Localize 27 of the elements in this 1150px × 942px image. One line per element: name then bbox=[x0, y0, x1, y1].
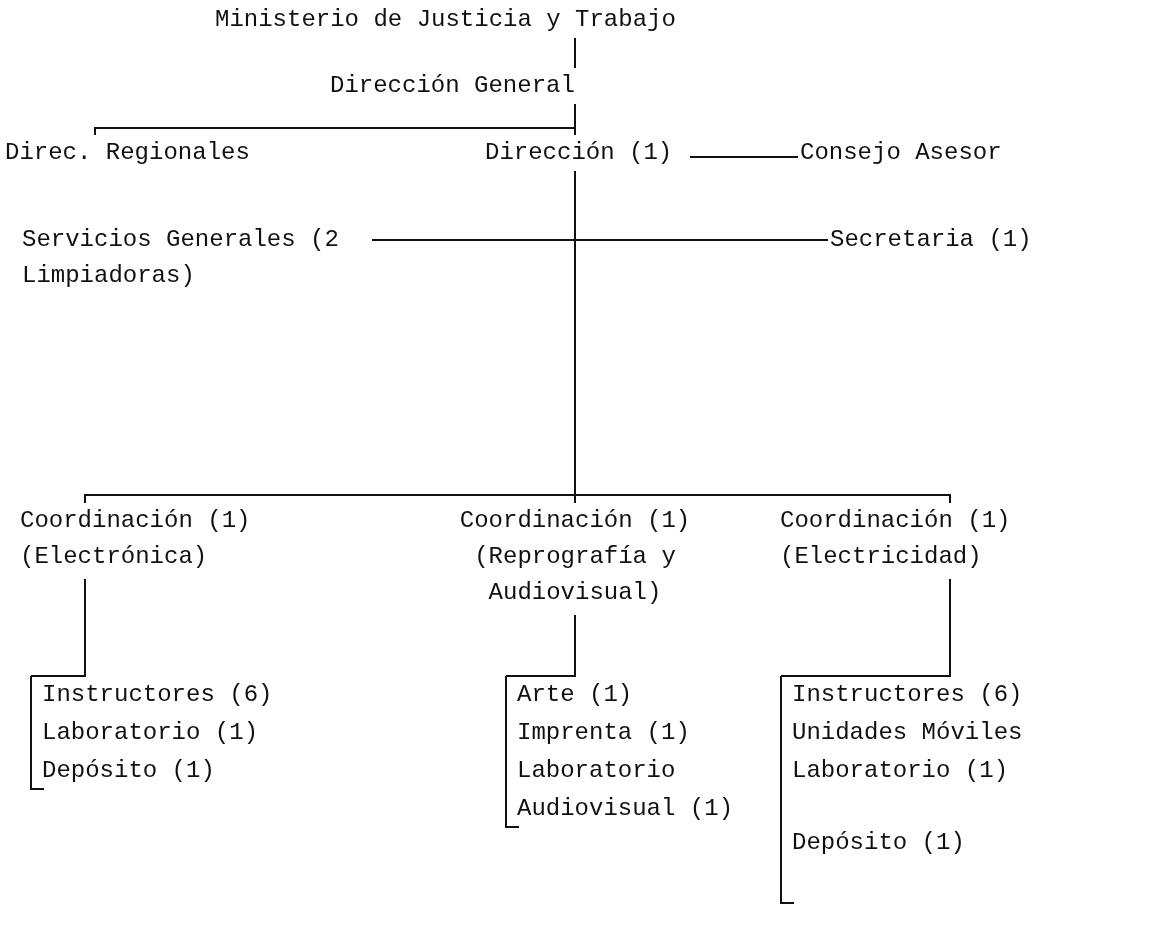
unit-label: Consejo Asesor bbox=[800, 135, 1030, 171]
list-item: Depósito (1) bbox=[792, 828, 966, 858]
list-item: Laboratorio Audiovisual (1) bbox=[517, 756, 735, 824]
list-item: Instructores (6) bbox=[792, 680, 1024, 710]
connector-line bbox=[574, 37, 576, 69]
unit-label: Dirección (1) bbox=[485, 135, 685, 171]
connector-line bbox=[780, 578, 951, 677]
list-item: Laboratorio (1) bbox=[42, 718, 260, 748]
unit-label: Direc. Regionales bbox=[5, 135, 275, 171]
list-item: Arte (1) bbox=[517, 680, 634, 710]
connector-line bbox=[689, 156, 799, 158]
unit-label: Dirección General bbox=[330, 68, 590, 104]
unit-label: Ministerio de Justicia y Trabajo bbox=[215, 2, 715, 38]
connector-line bbox=[574, 103, 576, 136]
connector-line bbox=[505, 614, 576, 677]
list-item: Imprenta (1) bbox=[517, 718, 691, 748]
list-item: Laboratorio (1) bbox=[792, 756, 1010, 786]
unit-label: Coordinación (1) (Reprografía y Audiovisual) bbox=[450, 503, 700, 611]
unit-label: Coordinación (1) (Electrónica) bbox=[20, 503, 270, 575]
list-item: Instructores (6) bbox=[42, 680, 274, 710]
connector-line bbox=[574, 170, 951, 504]
unit-label: Secretaria (1) bbox=[830, 222, 1070, 258]
list-item: Depósito (1) bbox=[42, 756, 216, 786]
list-item: Unidades Móviles bbox=[792, 718, 1024, 748]
unit-label: Coordinación (1) (Electricidad) bbox=[780, 503, 1140, 575]
unit-label: Servicios Generales (2 Limpiadoras) bbox=[22, 222, 372, 294]
connector-line bbox=[30, 578, 86, 677]
